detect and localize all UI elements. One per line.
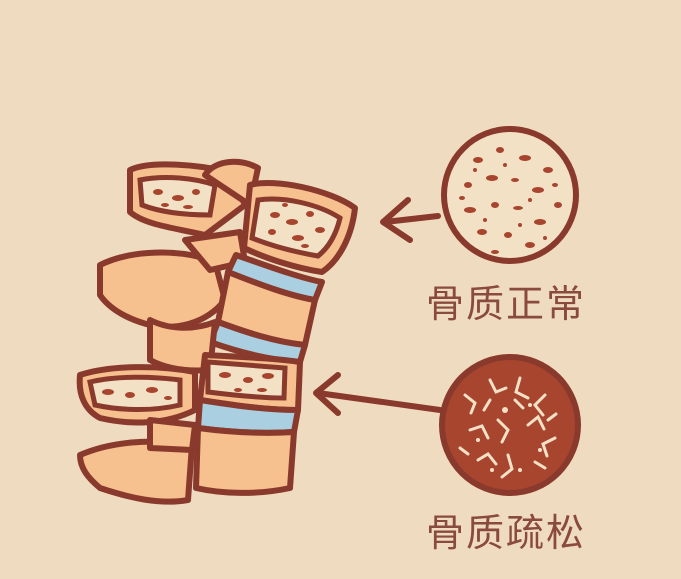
middle-vertebra-section-icon (205, 359, 288, 401)
lower-left-process-section-icon (87, 374, 183, 412)
arrow-icon (313, 372, 443, 416)
arrow-icon (380, 197, 441, 243)
osteoporosis-label: 骨质疏松 (426, 511, 587, 555)
normal-bone-label: 骨质正常 (426, 282, 587, 326)
top-vertebra-section-icon (249, 196, 343, 259)
top-left-process-section-icon (137, 175, 218, 218)
porous-bone-circle-icon (439, 354, 581, 496)
dense-bone-circle-icon (441, 126, 579, 264)
